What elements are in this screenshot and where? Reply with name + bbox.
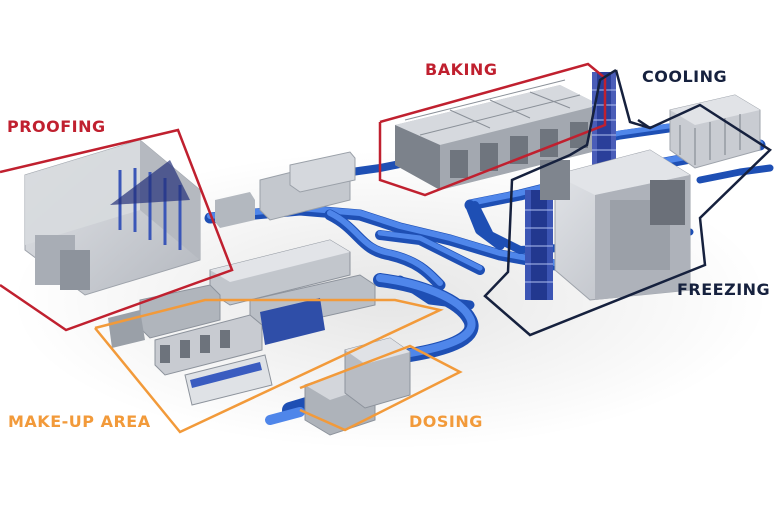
proofing-label: PROOFING xyxy=(7,117,106,136)
dosing-label: DOSING xyxy=(409,412,483,431)
freezing-inner-outline xyxy=(637,118,651,130)
makeup-outline xyxy=(94,298,444,434)
proofer-machine xyxy=(24,139,201,296)
makeup-area-label: MAKE-UP AREA xyxy=(8,412,151,431)
cooling-freezing-outline xyxy=(483,68,773,337)
makeup-line-machines xyxy=(108,239,376,406)
cooling-spiral xyxy=(669,94,761,169)
zone-outlines xyxy=(0,62,773,434)
baking-outline xyxy=(378,62,607,197)
baking-label: BAKING xyxy=(425,60,498,79)
transfer-machines xyxy=(215,151,356,228)
oven-machine xyxy=(395,72,616,190)
cooling-label: COOLING xyxy=(642,67,728,86)
proofing-outline xyxy=(0,128,234,332)
dosing-outline xyxy=(299,344,463,432)
freezing-label: FREEZING xyxy=(677,280,771,299)
freezer-machine xyxy=(525,149,691,301)
